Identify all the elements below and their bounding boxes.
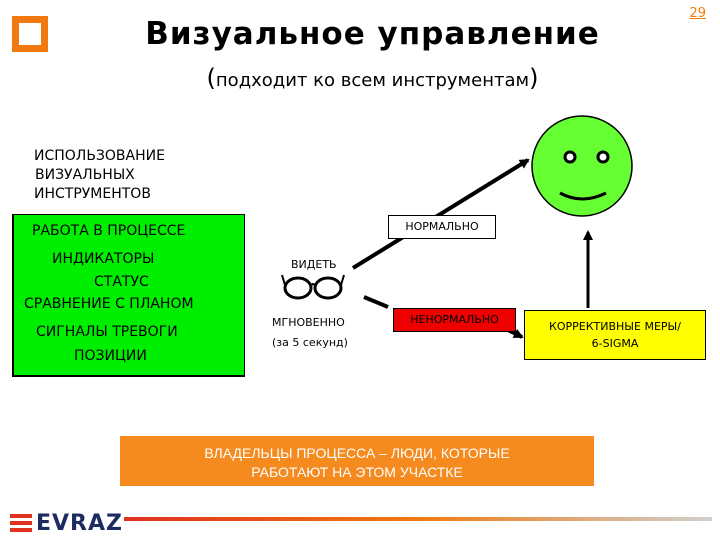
footer-line <box>124 517 712 521</box>
slide-subtitle: (подходит ко всем инструментам) <box>0 64 720 92</box>
owners-line: РАБОТАЮТ НА ЭТОМ УЧАСТКЕ <box>251 464 463 480</box>
normal-box: НОРМАЛЬНО <box>388 215 496 239</box>
corrective-line: КОРРЕКТИВНЫЕ МЕРЫ/ <box>549 320 681 333</box>
owners-line: ВЛАДЕЛЬЦЫ ПРОЦЕССА – ЛЮДИ, КОТОРЫЕ <box>204 445 510 461</box>
logo-square-icon <box>12 16 48 52</box>
seconds-label: (за 5 секунд) <box>272 336 348 349</box>
tools-list-item: СИГНАЛЫ ТРЕВОГИ <box>36 324 178 340</box>
smiley-face-icon <box>531 115 633 217</box>
glasses-icon <box>281 274 345 300</box>
tools-list-item: ИНДИКАТОРЫ <box>52 251 155 267</box>
subtitle-text: подходит ко всем инструментам <box>215 70 530 91</box>
tools-list-item: ПОЗИЦИИ <box>74 348 147 364</box>
tools-heading-line: ВИЗУАЛЬНЫХ <box>35 167 135 183</box>
page-number[interactable]: 29 <box>689 6 706 21</box>
slide-title: Визуальное управление <box>145 16 600 52</box>
visual-tools-box: РАБОТА В ПРОЦЕССЕ ИНДИКАТОРЫ СТАТУС СРАВ… <box>12 214 245 377</box>
subtitle-open-paren: ( <box>206 64 216 92</box>
evraz-logo: EVRAZ <box>10 508 123 538</box>
arrow-to-smiley <box>351 158 530 270</box>
evraz-logo-icon <box>10 514 32 532</box>
corrective-measures-box: КОРРЕКТИВНЫЕ МЕРЫ/ 6-SIGMA <box>524 310 706 360</box>
arrow-to-abnormal <box>363 295 389 309</box>
see-label: ВИДЕТЬ <box>291 258 337 271</box>
brand-name: EVRAZ <box>36 510 123 536</box>
process-owners-box: ВЛАДЕЛЬЦЫ ПРОЦЕССА – ЛЮДИ, КОТОРЫЕ РАБОТ… <box>120 436 594 486</box>
corrective-line: 6-SIGMA <box>591 337 639 350</box>
tools-heading-line: ИНСТРУМЕНТОВ <box>34 186 151 202</box>
tools-list-item: СРАВНЕНИЕ С ПЛАНОМ <box>24 296 194 312</box>
tools-list-item: СТАТУС <box>94 274 149 290</box>
tools-heading: ИСПОЛЬЗОВАНИЕ ВИЗУАЛЬНЫХ ИНСТРУМЕНТОВ <box>34 147 165 204</box>
tools-heading-line: ИСПОЛЬЗОВАНИЕ <box>34 148 165 164</box>
instant-label: МГНОВЕННО <box>272 316 345 329</box>
subtitle-close-paren: ) <box>529 64 539 92</box>
abnormal-box: НЕНОРМАЛЬНО <box>393 308 516 332</box>
tools-list-item: РАБОТА В ПРОЦЕССЕ <box>32 223 186 239</box>
